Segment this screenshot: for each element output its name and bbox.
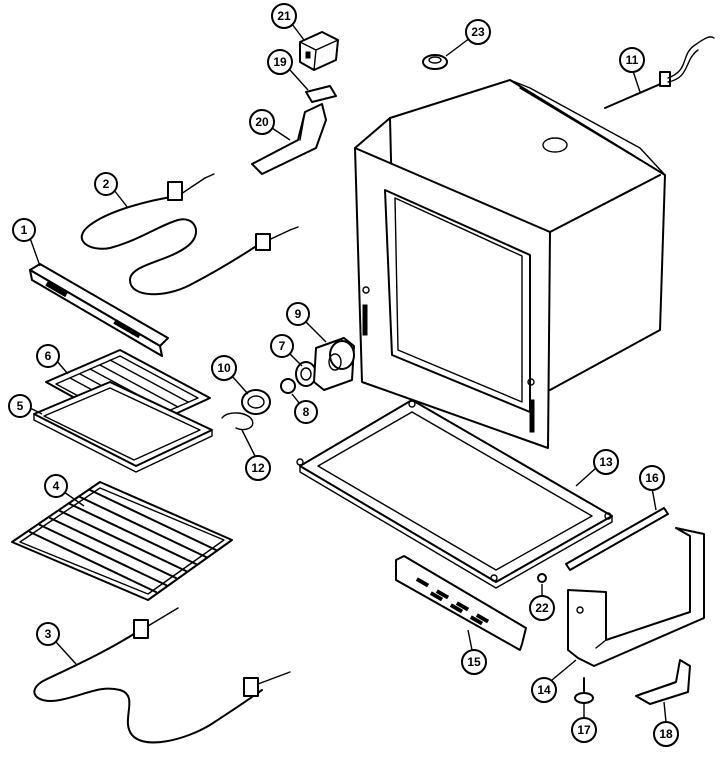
callout-16: 16 [639, 465, 665, 511]
part-7-socket [295, 361, 317, 387]
part-20-bracket [251, 103, 327, 175]
part-15-front-panel [395, 555, 527, 651]
callout-14-label: 14 [537, 683, 551, 697]
callout-7-label: 7 [279, 339, 286, 353]
callout-18-label: 18 [659, 727, 673, 741]
callout-3-label: 3 [45, 627, 52, 641]
part-5-broiler-pan [33, 381, 213, 473]
callout-16-label: 16 [645, 471, 659, 485]
part-18-anti-tip-bracket [635, 659, 691, 705]
callout-23-label: 23 [471, 25, 485, 39]
callout-4: 4 [44, 474, 85, 507]
part-14-side-bracket [567, 527, 705, 667]
callout-6: 6 [36, 344, 69, 375]
part-9-light-housing [313, 337, 355, 391]
callout-9: 9 [286, 302, 327, 343]
part-2-broil-element [80, 173, 299, 296]
callout-2: 2 [94, 172, 129, 209]
part-22-screw [537, 573, 547, 583]
part-12-wire-clip [221, 412, 254, 431]
callout-1: 1 [12, 218, 41, 267]
callout-21: 21 [271, 3, 305, 41]
part-3-bake-element [33, 607, 291, 744]
callout-13-label: 13 [599, 455, 613, 469]
callout-7: 7 [270, 334, 303, 367]
part-1-broil-bracket [29, 263, 169, 357]
callout-10-label: 10 [217, 361, 231, 375]
part-21-terminal-block [299, 31, 339, 71]
callout-3: 3 [36, 622, 77, 665]
callout-10: 10 [211, 355, 249, 395]
callout-8-label: 8 [303, 405, 310, 419]
callout-11-label: 11 [626, 53, 639, 67]
part-13-oven-bottom [296, 399, 613, 589]
callout-14: 14 [531, 659, 577, 703]
part-10-light-lens [241, 389, 271, 415]
callout-6-label: 6 [45, 349, 52, 363]
part-11-oven-sensor [604, 36, 715, 109]
callout-12-label: 12 [251, 461, 265, 475]
callout-17: 17 [571, 704, 597, 743]
part-4-oven-rack [11, 481, 233, 601]
callout-11: 11 [619, 47, 645, 93]
callout-17-label: 17 [577, 723, 591, 737]
callout-23: 23 [445, 19, 491, 57]
callout-13: 13 [575, 449, 619, 487]
part-16-strip [565, 507, 669, 571]
callout-22-label: 22 [535, 601, 549, 615]
callout-18: 18 [653, 701, 679, 747]
callout-5-label: 5 [17, 399, 24, 413]
callout-2-label: 2 [103, 177, 110, 191]
callout-19: 19 [267, 49, 309, 91]
oven-cavity [354, 79, 666, 449]
callout-1-label: 1 [21, 223, 28, 237]
callout-15: 15 [461, 629, 487, 675]
callout-8: 8 [291, 393, 318, 424]
part-23-grommet [422, 54, 448, 70]
callout-9-label: 9 [295, 307, 302, 321]
callout-19-label: 19 [273, 55, 287, 69]
part-8-light-bulb [280, 378, 296, 394]
callout-21-label: 21 [277, 9, 291, 23]
part-19-clip [305, 85, 337, 103]
callout-5: 5 [8, 394, 43, 418]
part-17-leveling-leg [574, 677, 594, 704]
callout-12: 12 [241, 429, 271, 481]
callout-4-label: 4 [53, 479, 60, 493]
callout-20-label: 20 [255, 115, 269, 129]
callout-22: 22 [529, 584, 555, 621]
callout-20: 20 [249, 109, 291, 141]
callout-15-label: 15 [467, 655, 481, 669]
